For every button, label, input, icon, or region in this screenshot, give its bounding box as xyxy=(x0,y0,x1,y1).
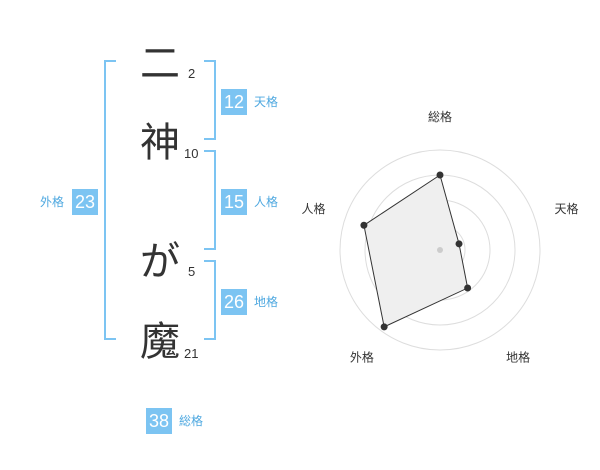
stroke-count-1: 2 xyxy=(188,66,196,81)
radar-point-5 xyxy=(360,221,368,229)
radar-area xyxy=(363,174,469,328)
radar-axis-label-1: 総格 xyxy=(428,109,452,124)
radar-point-4 xyxy=(380,323,388,331)
radar-center-dot xyxy=(437,247,443,253)
chikaku-label: 地格 xyxy=(254,295,279,309)
radar-axis-label-3: 地格 xyxy=(506,350,530,365)
radar-point-3 xyxy=(464,284,472,292)
chikaku-bracket xyxy=(204,260,216,340)
soukaku-label: 総格 xyxy=(179,414,204,428)
radar-ring-4 xyxy=(339,149,541,351)
radar-axis-label-5: 人格 xyxy=(302,201,326,216)
tenkaku-badge: 12 xyxy=(221,89,247,115)
name-char-2: 神 xyxy=(140,120,180,166)
name-char-4: 魔 xyxy=(140,319,180,365)
radar-axis-label-2: 天格 xyxy=(554,201,578,216)
radar-point-2 xyxy=(455,240,463,248)
jinkaku-label: 人格 xyxy=(254,195,279,209)
tenkaku-label: 天格 xyxy=(254,95,279,109)
gaikaku-label: 外格 xyxy=(40,195,65,209)
stroke-count-2: 10 xyxy=(184,146,199,161)
radar-point-1 xyxy=(436,171,444,179)
stroke-count-4: 21 xyxy=(184,346,199,361)
jinkaku-bracket xyxy=(204,150,216,250)
name-char-3: が xyxy=(140,239,180,285)
tenkaku-bracket xyxy=(204,60,216,140)
radar-axis-label-4: 外格 xyxy=(350,350,374,365)
soukaku-badge: 38 xyxy=(146,408,172,434)
chikaku-badge: 26 xyxy=(221,289,247,315)
jinkaku-badge: 15 xyxy=(221,189,247,215)
gaikaku-badge: 23 xyxy=(72,189,98,215)
stroke-count-3: 5 xyxy=(188,264,196,279)
name-char-1: 二 xyxy=(140,41,180,87)
gaikaku-bracket xyxy=(104,60,116,340)
